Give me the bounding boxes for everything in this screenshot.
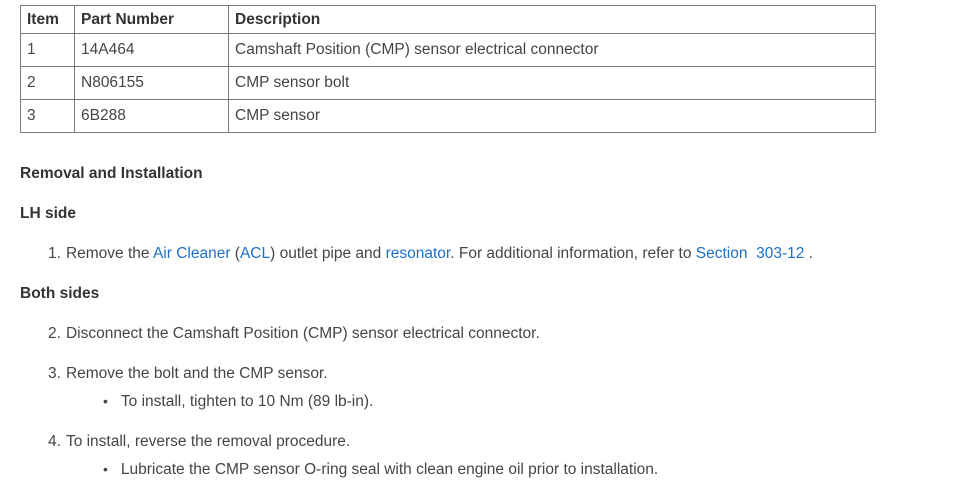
step-3-number: 3. bbox=[48, 365, 61, 382]
table-row: 3 6B288 CMP sensor bbox=[20, 99, 876, 133]
cell-part-number: 14A464 bbox=[74, 33, 229, 67]
table-row: 1 14A464 Camshaft Position (CMP) sensor … bbox=[20, 33, 876, 67]
cell-description: CMP sensor bbox=[228, 99, 876, 133]
cell-description: Camshaft Position (CMP) sensor electrica… bbox=[228, 33, 876, 67]
step-4-text: To install, reverse the removal procedur… bbox=[65, 433, 351, 450]
air-cleaner-link[interactable]: Air Cleaner bbox=[152, 245, 231, 262]
cell-item: 1 bbox=[20, 33, 75, 67]
step-3: 3.Remove the bolt and the CMP sensor. bbox=[48, 365, 965, 383]
step-1-text-before: Remove the bbox=[65, 245, 153, 262]
parts-table: Item Part Number Description 1 14A464 Ca… bbox=[20, 5, 876, 133]
step-4: 4.To install, reverse the removal proced… bbox=[48, 433, 965, 451]
bullet-icon: • bbox=[103, 393, 108, 409]
resonator-link[interactable]: resonator bbox=[385, 245, 451, 262]
both-sides-heading: Both sides bbox=[20, 285, 100, 302]
step-2: 2.Disconnect the Camshaft Position (CMP)… bbox=[48, 325, 965, 343]
lh-side-heading: LH side bbox=[20, 205, 76, 222]
step-2-number: 2. bbox=[48, 325, 61, 342]
step-1-number: 1. bbox=[48, 245, 61, 262]
step-1-text-after: . For additional information, refer to bbox=[450, 245, 696, 262]
bullet-icon: • bbox=[103, 461, 108, 477]
cell-item: 2 bbox=[20, 66, 75, 100]
section-303-12-link[interactable]: Section 303-12 bbox=[695, 245, 805, 262]
step-1-text-middle: ) outlet pipe and bbox=[270, 245, 386, 262]
step-4-bullet: • Lubricate the CMP sensor O-ring seal wi… bbox=[103, 460, 965, 479]
cell-part-number: 6B288 bbox=[74, 99, 229, 133]
step-1-paren-open: ( bbox=[230, 245, 240, 262]
step-3-bullet-text: To install, tighten to 10 Nm (89 lb-in). bbox=[120, 393, 374, 410]
step-1-text-end: . bbox=[804, 245, 813, 262]
table-row: 2 N806155 CMP sensor bolt bbox=[20, 66, 876, 100]
table-header-row: Item Part Number Description bbox=[20, 5, 876, 34]
step-4-bullet-text: Lubricate the CMP sensor O-ring seal wit… bbox=[120, 461, 659, 478]
step-1: 1.Remove the Air Cleaner (ACL) outlet pi… bbox=[48, 245, 965, 263]
col-header-description: Description bbox=[228, 5, 876, 34]
step-3-bullet: • To install, tighten to 10 Nm (89 lb-in)… bbox=[103, 392, 965, 411]
col-header-item: Item bbox=[20, 5, 75, 34]
step-1-text: Remove the Air Cleaner (ACL) outlet pipe… bbox=[66, 245, 813, 262]
cell-item: 3 bbox=[20, 99, 75, 133]
step-3-text: Remove the bolt and the CMP sensor. bbox=[65, 365, 328, 382]
step-2-text: Disconnect the Camshaft Position (CMP) s… bbox=[65, 325, 540, 342]
col-header-part-number: Part Number bbox=[74, 5, 229, 34]
cell-description: CMP sensor bolt bbox=[228, 66, 876, 100]
removal-installation-heading: Removal and Installation bbox=[20, 165, 203, 182]
acl-link[interactable]: ACL bbox=[239, 245, 271, 262]
cell-part-number: N806155 bbox=[74, 66, 229, 100]
step-4-number: 4. bbox=[48, 433, 61, 450]
